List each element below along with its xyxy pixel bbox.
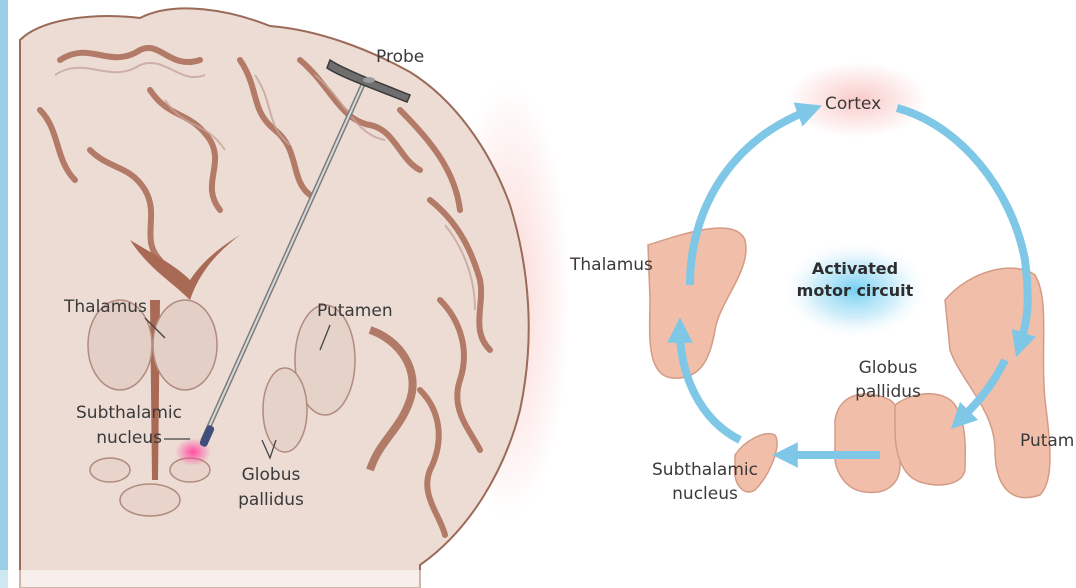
- label-subthalamic-left-2: nucleus: [60, 428, 162, 449]
- label-probe: Probe: [376, 47, 424, 68]
- label-globus-left-2: pallidus: [226, 490, 316, 511]
- label-activated-1: Activated: [785, 258, 925, 279]
- label-globus-right-2: pallidus: [848, 382, 928, 403]
- label-globus-left-1: Globus: [226, 465, 316, 486]
- label-globus-right-1: Globus: [848, 358, 928, 379]
- label-putamen-left: Putamen: [317, 301, 393, 322]
- thalamus-nucleus: [648, 228, 746, 378]
- label-subthalamic-right-2: nucleus: [640, 484, 770, 505]
- globus-inner: [895, 394, 965, 485]
- thalamus-shape: [153, 300, 217, 390]
- label-cortex: Cortex: [825, 94, 881, 115]
- label-thalamus-left: Thalamus: [64, 297, 147, 318]
- label-activated-2: motor circuit: [785, 280, 925, 301]
- globus-outer: [835, 394, 901, 493]
- label-subthalamic-left-1: Subthalamic: [60, 403, 182, 424]
- label-putamen-right: Putam: [1020, 431, 1074, 452]
- label-subthalamic-right-1: Subthalamic: [640, 460, 770, 481]
- label-thalamus-right: Thalamus: [570, 255, 653, 276]
- globus-shape: [263, 368, 307, 452]
